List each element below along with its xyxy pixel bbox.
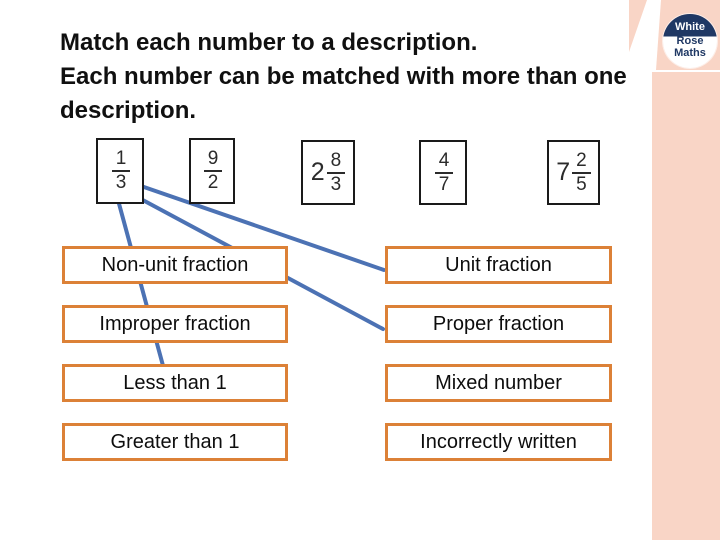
instruction-text: Match each number to a description. Each… — [60, 26, 645, 128]
denominator: 5 — [576, 173, 587, 195]
fraction: 2 5 — [572, 150, 591, 196]
logo-text-rose: Rose — [676, 35, 704, 47]
description-box-incorrectly-written[interactable]: Incorrectly written — [385, 423, 612, 461]
fraction: 1 3 — [111, 148, 131, 194]
description-box-mixed-number[interactable]: Mixed number — [385, 364, 612, 402]
fraction-card-1-3[interactable]: 1 3 — [96, 138, 144, 204]
connection-line — [116, 198, 167, 375]
instruction-line-2: Each number can be matched with more tha… — [60, 63, 627, 90]
description-box-proper-fraction[interactable]: Proper fraction — [385, 305, 612, 343]
logo-text-maths: Maths — [674, 47, 706, 59]
instruction-line-3: description. — [60, 97, 197, 124]
description-box-unit-fraction[interactable]: Unit fraction — [385, 246, 612, 284]
fraction-card-2-8-3[interactable]: 2 8 3 — [301, 140, 355, 205]
description-box-improper-fraction[interactable]: Improper fraction — [62, 305, 288, 343]
instruction-line-1: Match each number to a description. — [60, 29, 478, 56]
fraction: 9 2 — [203, 148, 223, 194]
description-box-greater-than-1[interactable]: Greater than 1 — [62, 423, 288, 461]
denominator: 2 — [207, 172, 219, 193]
numerator: 9 — [203, 148, 223, 172]
description-box-less-than-1[interactable]: Less than 1 — [62, 364, 288, 402]
fraction: 8 3 — [326, 150, 346, 196]
whole-number: 2 — [310, 158, 325, 186]
logo-text-white: White — [675, 21, 705, 33]
numerator: 4 — [434, 150, 454, 174]
fraction-card-7-2-5[interactable]: 7 2 5 — [547, 140, 600, 205]
white-rose-maths-logo: White Rose Maths — [663, 14, 717, 68]
fraction-card-4-7[interactable]: 4 7 — [419, 140, 467, 205]
denominator: 7 — [438, 173, 450, 195]
denominator: 3 — [330, 173, 342, 195]
sidebar-panel — [652, 72, 720, 540]
numerator: 1 — [111, 148, 131, 172]
numerator: 8 — [326, 150, 346, 174]
whole-number: 7 — [556, 158, 571, 186]
description-box-non-unit-fraction[interactable]: Non-unit fraction — [62, 246, 288, 284]
fraction: 4 7 — [434, 150, 454, 196]
numerator: 2 — [572, 150, 591, 174]
denominator: 3 — [115, 172, 127, 193]
fraction-card-9-2[interactable]: 9 2 — [189, 138, 235, 204]
